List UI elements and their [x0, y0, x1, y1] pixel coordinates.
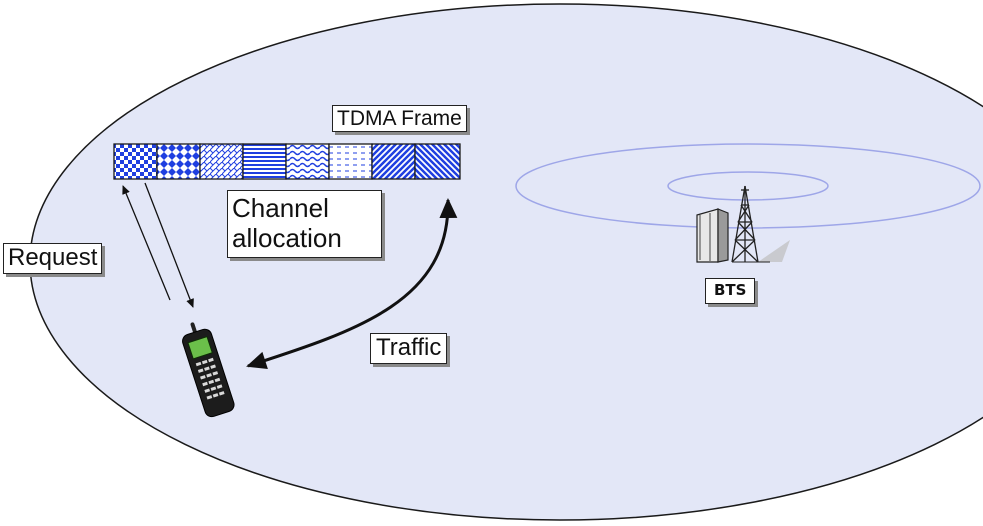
tdma-slot-2: [156, 143, 201, 180]
tdma-slot-4: [242, 143, 287, 180]
traffic-label: Traffic: [370, 333, 448, 364]
request-arrow-down: [144, 182, 194, 308]
tdma-frame: [113, 143, 461, 180]
tdma-slot-6: [328, 143, 373, 180]
request-label: Request: [3, 243, 103, 274]
traffic-arrow: [246, 198, 458, 370]
bts-outer-ring: [515, 143, 981, 229]
tdma-slot-3: [199, 143, 244, 180]
cell-area: [29, 3, 983, 521]
request-arrow-up: [122, 185, 171, 301]
tdma-slot-5: [285, 143, 330, 180]
tdma-slot-1: [113, 143, 158, 180]
mobile-phone-icon: [182, 322, 235, 418]
bts-label: BTS: [705, 278, 756, 304]
tdma-frame-label: TDMA Frame: [332, 105, 467, 132]
tdma-slot-7: [371, 143, 416, 180]
bts-station-icon: [696, 185, 790, 263]
channel-allocation-label: Channel allocation: [227, 190, 382, 258]
tdma-slot-8: [414, 143, 461, 180]
